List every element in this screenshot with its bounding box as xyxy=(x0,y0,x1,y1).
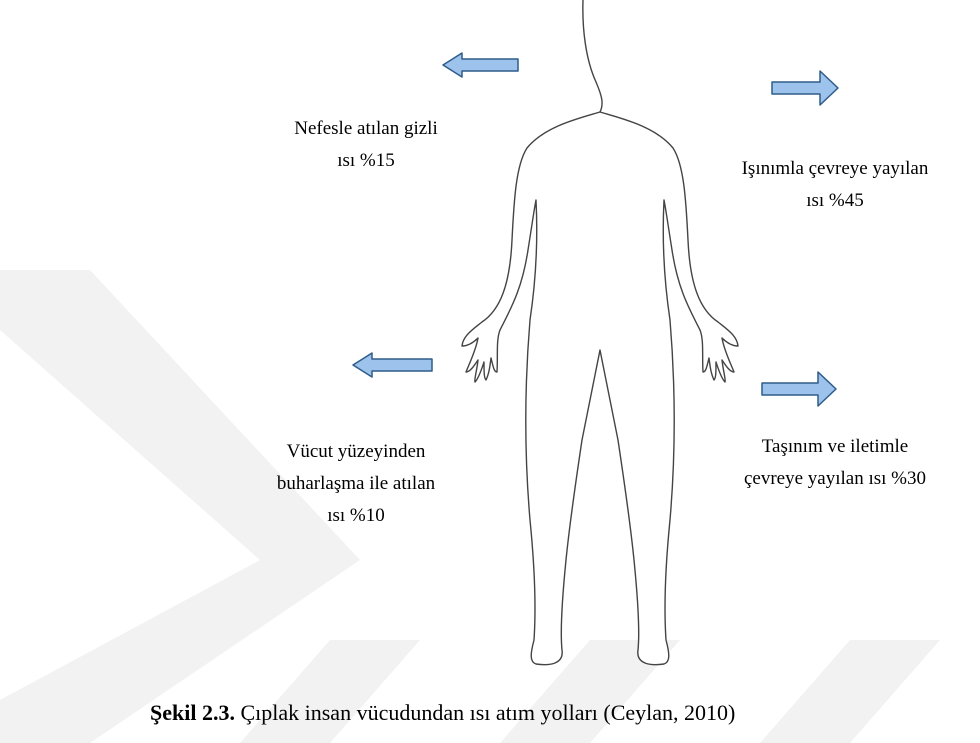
label-convection-line2: çevreye yayılan ısı %30 xyxy=(718,463,952,495)
label-convection: Taşınım ve iletimle çevreye yayılan ısı … xyxy=(718,431,952,495)
label-breath-line2: ısı %15 xyxy=(276,145,456,177)
label-breath: Nefesle atılan gizli ısı %15 xyxy=(276,113,456,177)
label-radiation: Işınımla çevreye yayılan ısı %45 xyxy=(722,153,948,217)
arrow-right-icon-radiation xyxy=(772,71,838,105)
arrow-right-icon-convection xyxy=(762,372,836,406)
label-convection-line1: Taşınım ve iletimle xyxy=(718,431,952,463)
label-radiation-line1: Işınımla çevreye yayılan xyxy=(722,153,948,185)
arrow-left-icon-evaporation xyxy=(353,353,432,377)
arrow-left-icon-breath xyxy=(443,53,518,77)
label-evaporation-line2: buharlaşma ile atılan xyxy=(258,468,454,500)
label-radiation-line2: ısı %45 xyxy=(722,185,948,217)
figure-caption-text: Çıplak insan vücudundan ısı atım yolları… xyxy=(235,700,735,725)
label-breath-line1: Nefesle atılan gizli xyxy=(276,113,456,145)
label-evaporation-line3: ısı %10 xyxy=(258,500,454,532)
label-evaporation: Vücut yüzeyinden buharlaşma ile atılan ı… xyxy=(258,436,454,532)
human-body-outline-icon xyxy=(462,0,738,665)
figure-caption: Şekil 2.3. Çıplak insan vücudundan ısı a… xyxy=(150,700,735,726)
label-evaporation-line1: Vücut yüzeyinden xyxy=(258,436,454,468)
figure-caption-number: Şekil 2.3. xyxy=(150,700,235,725)
